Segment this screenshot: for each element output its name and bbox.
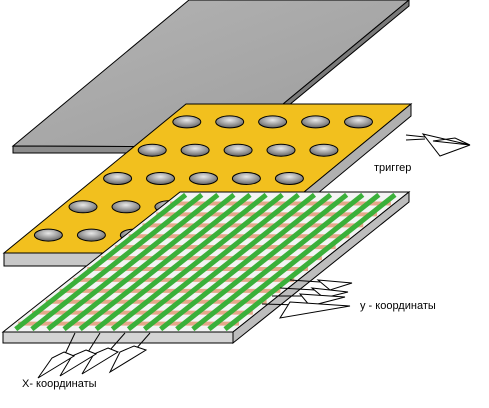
hole: [172, 115, 202, 129]
hole: [215, 115, 245, 129]
trigger-label: триггер: [374, 162, 412, 174]
hole: [111, 200, 141, 214]
x-strip: [223, 192, 397, 332]
hole: [266, 143, 296, 157]
hole: [68, 200, 98, 214]
y-coordinate-connectors: [261, 279, 353, 319]
hole: [33, 228, 63, 242]
x-electrode-strips: [14, 192, 397, 332]
x-strip: [78, 192, 252, 332]
trigger-connector: [405, 133, 471, 157]
hole: [223, 143, 253, 157]
x-strip: [46, 192, 220, 332]
hole: [309, 143, 339, 157]
hole: [344, 115, 373, 129]
x-strip: [110, 192, 284, 332]
hole: [137, 143, 167, 157]
hole: [189, 172, 218, 185]
bottom-grid-plate: [1, 190, 411, 345]
x-strip: [30, 192, 204, 332]
x-coordinates-label: X- координаты: [22, 378, 97, 390]
x-strip: [207, 192, 381, 332]
x-strip: [62, 192, 236, 332]
hole: [146, 172, 175, 185]
y-coordinates-label: y - координаты: [360, 300, 436, 312]
x-strip: [175, 192, 349, 332]
x-strip: [126, 192, 300, 332]
hole: [180, 143, 210, 157]
x-strip: [191, 192, 365, 332]
hole: [76, 228, 106, 242]
x-coordinate-connectors: [37, 332, 151, 379]
x-strip: [14, 192, 188, 332]
x-strip: [159, 192, 333, 332]
hole: [103, 172, 133, 185]
x-strip: [142, 192, 317, 332]
hole: [274, 172, 304, 185]
x-strip: [94, 192, 268, 332]
hole: [258, 115, 288, 129]
hole: [301, 115, 331, 129]
hole: [231, 172, 261, 185]
